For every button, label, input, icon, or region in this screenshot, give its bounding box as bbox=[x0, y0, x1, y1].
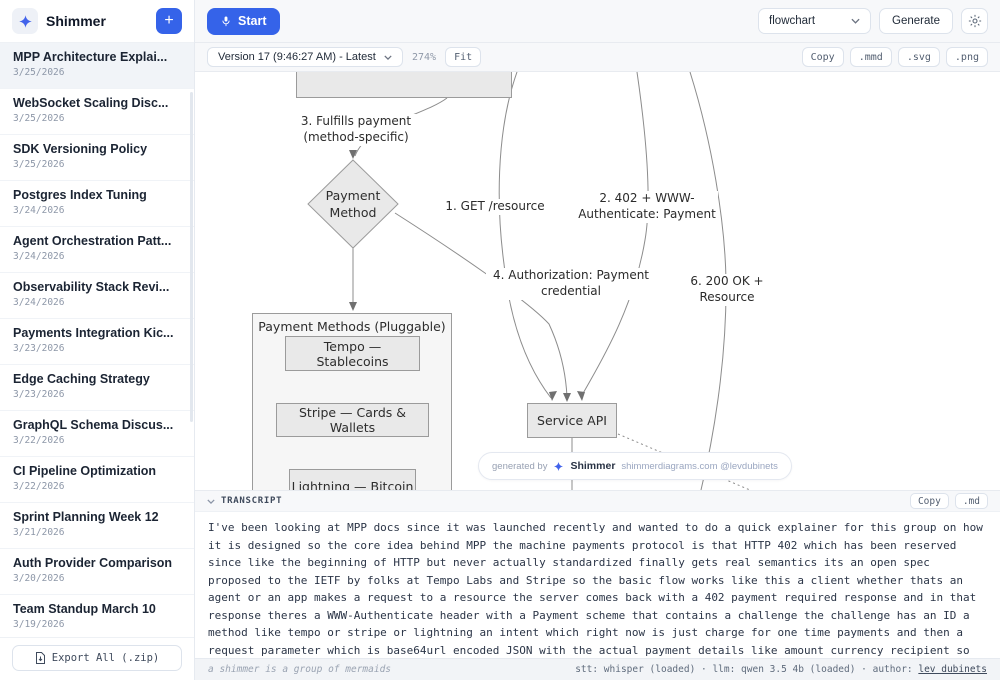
fit-button[interactable]: Fit bbox=[445, 47, 482, 67]
sidebar: Shimmer + MPP Architecture Explai... 3/2… bbox=[0, 0, 195, 680]
status-info: stt: whisper (loaded) · llm: qwen 3.5 4b… bbox=[575, 664, 987, 675]
start-recording-button[interactable]: Start bbox=[207, 7, 281, 35]
sidebar-item[interactable]: Edge Caching Strategy 3/23/2026 bbox=[0, 365, 194, 411]
edge-label-6: 6. 200 OK + Resource bbox=[660, 274, 794, 306]
app-logo bbox=[12, 8, 38, 34]
node-tempo: Tempo — Stablecoins bbox=[285, 336, 420, 371]
new-chat-button[interactable]: + bbox=[156, 8, 182, 34]
sidebar-item[interactable]: Auth Provider Comparison 3/20/2026 bbox=[0, 549, 194, 595]
status-bar: a shimmer is a group of mermaids stt: wh… bbox=[195, 658, 1000, 680]
export-buttons: Copy .mmd .svg .png bbox=[801, 47, 988, 67]
app-title: Shimmer bbox=[46, 13, 106, 29]
edge-label-1: 1. GET /resource bbox=[441, 199, 549, 215]
sidebar-scrollbar[interactable] bbox=[190, 92, 193, 422]
sidebar-item[interactable]: GraphQL Schema Discus... 3/22/2026 bbox=[0, 411, 194, 457]
shimmer-watermark: generated by Shimmer shimmerdiagrams.com… bbox=[478, 452, 792, 480]
export-mmd-button[interactable]: .mmd bbox=[849, 47, 892, 67]
export-all-button[interactable]: Export All (.zip) bbox=[12, 645, 182, 671]
node-stripe: Stripe — Cards & Wallets bbox=[276, 403, 429, 437]
sidebar-item[interactable]: CI Pipeline Optimization 3/22/2026 bbox=[0, 457, 194, 503]
node-payment-method-diamond bbox=[307, 159, 399, 249]
transcript-panel: TRANSCRIPT Copy .md I've been looking at… bbox=[195, 490, 1000, 658]
node-service-api: Service API bbox=[527, 403, 617, 438]
transcript-header[interactable]: TRANSCRIPT Copy .md bbox=[195, 491, 1000, 512]
copy-transcript-button[interactable]: Copy bbox=[909, 493, 949, 509]
settings-button[interactable] bbox=[961, 8, 988, 34]
chat-list: MPP Architecture Explai... 3/25/2026 Web… bbox=[0, 43, 194, 637]
edge-label-4: 4. Authorization: Payment credential bbox=[486, 268, 656, 300]
generate-button[interactable]: Generate bbox=[879, 8, 953, 34]
node-lightning: Lightning — Bitcoin bbox=[289, 469, 416, 490]
sidebar-item[interactable]: WebSocket Scaling Disc... 3/25/2026 bbox=[0, 89, 194, 135]
node-payment-method-label: Payment Method bbox=[325, 188, 381, 220]
export-png-button[interactable]: .png bbox=[945, 47, 988, 67]
main-area: Start flowchart Generate Version 17 (9:4… bbox=[195, 0, 1000, 680]
topbar-right: flowchart Generate bbox=[758, 8, 988, 34]
sidebar-item[interactable]: MPP Architecture Explai... 3/25/2026 bbox=[0, 43, 194, 89]
export-svg-button[interactable]: .svg bbox=[897, 47, 940, 67]
sidebar-header: Shimmer + bbox=[0, 0, 194, 43]
sidebar-item[interactable]: Payments Integration Kic... 3/23/2026 bbox=[0, 319, 194, 365]
diagram-toolbar: Version 17 (9:46:27 AM) - Latest 274% Fi… bbox=[195, 43, 1000, 72]
sidebar-item[interactable]: Postgres Index Tuning 3/24/2026 bbox=[0, 181, 194, 227]
topbar: Start flowchart Generate bbox=[195, 0, 1000, 43]
microphone-icon bbox=[222, 16, 230, 26]
subgraph-label: Payment Methods (Pluggable) bbox=[258, 319, 446, 334]
diagram-type-select[interactable]: flowchart bbox=[758, 8, 872, 34]
sparkle-icon bbox=[18, 14, 32, 28]
sparkle-icon bbox=[554, 461, 564, 471]
zoom-level: 274% bbox=[412, 51, 437, 63]
gear-icon bbox=[968, 14, 981, 28]
sidebar-item[interactable]: Agent Orchestration Patt... 3/24/2026 bbox=[0, 227, 194, 273]
tagline: a shimmer is a group of mermaids bbox=[208, 664, 392, 675]
sidebar-item[interactable]: Team Standup March 10 3/19/2026 bbox=[0, 595, 194, 637]
export-md-button[interactable]: .md bbox=[954, 493, 988, 509]
diagram-canvas[interactable]: Payment Method Payment Methods (Pluggabl… bbox=[195, 72, 1000, 490]
chevron-down-icon bbox=[207, 498, 215, 504]
sidebar-footer: Export All (.zip) bbox=[0, 637, 194, 680]
edge-label-2: 2. 402 + WWW-Authenticate: Payment bbox=[576, 191, 718, 223]
node-client bbox=[296, 72, 512, 98]
sidebar-item[interactable]: Sprint Planning Week 12 3/21/2026 bbox=[0, 503, 194, 549]
sidebar-item[interactable]: Observability Stack Revi... 3/24/2026 bbox=[0, 273, 194, 319]
chevron-down-icon bbox=[851, 18, 860, 24]
copy-diagram-button[interactable]: Copy bbox=[801, 47, 844, 67]
transcript-buttons: Copy .md bbox=[909, 493, 988, 509]
transcript-text[interactable]: I've been looking at MPP docs since it w… bbox=[208, 521, 983, 657]
version-select[interactable]: Version 17 (9:46:27 AM) - Latest bbox=[207, 47, 403, 67]
file-download-icon bbox=[35, 652, 45, 664]
author-link[interactable]: lev dubinets bbox=[918, 664, 987, 675]
sidebar-item[interactable]: SDK Versioning Policy 3/25/2026 bbox=[0, 135, 194, 181]
chevron-down-icon bbox=[384, 54, 392, 60]
edge-label-3: 3. Fulfills payment (method-specific) bbox=[289, 114, 423, 146]
transcript-title: TRANSCRIPT bbox=[221, 496, 283, 506]
